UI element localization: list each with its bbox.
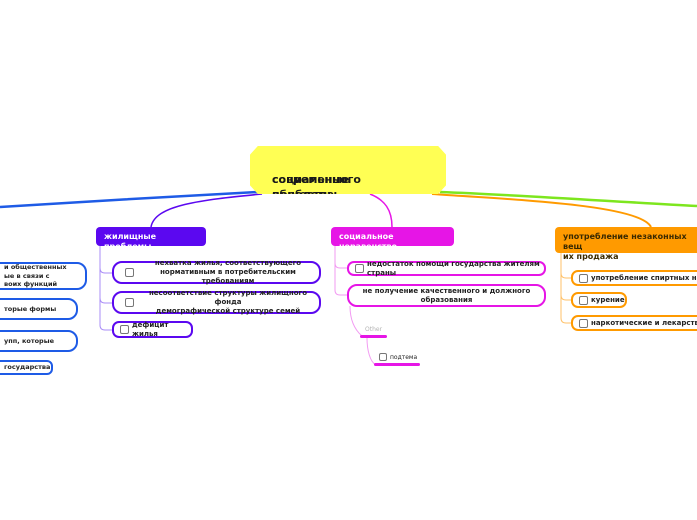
left-subtopic-1[interactable]: и общественных ые в связи с воих функций bbox=[0, 262, 87, 290]
checkbox-icon[interactable] bbox=[579, 318, 588, 328]
housing-subtopic-3[interactable]: дефицит жилья bbox=[112, 321, 193, 338]
left-subtopic-2[interactable]: торые формы bbox=[0, 298, 78, 320]
housing-subtopic-1[interactable]: нехватка жилья, соответствующего нормати… bbox=[112, 259, 321, 285]
link-drugs bbox=[431, 193, 652, 228]
link-left bbox=[0, 190, 259, 209]
floating-topic-other-label[interactable]: Other bbox=[365, 326, 383, 333]
main-topic-drugs[interactable]: употребление незаконных вещ их продажа bbox=[555, 227, 697, 261]
inequality-subtopic-1[interactable]: недостаток помощи государства жителям ст… bbox=[347, 260, 546, 277]
drugs-subtopic-2[interactable]: курение bbox=[571, 292, 627, 308]
main-topic-inequality[interactable]: социальное неравенство bbox=[331, 227, 454, 251]
main-topic-housing[interactable]: жилищные проблемы bbox=[96, 227, 206, 251]
checkbox-icon[interactable] bbox=[125, 298, 134, 307]
link-right bbox=[439, 190, 697, 208]
inequality-subtopic-2[interactable]: не получение качественного и должного об… bbox=[347, 284, 546, 307]
floating-subtopic[interactable]: подтема bbox=[379, 353, 417, 361]
central-topic-line1: социальные проблемы bbox=[272, 173, 350, 201]
checkbox-icon[interactable] bbox=[120, 325, 129, 334]
checkbox-icon[interactable] bbox=[579, 295, 588, 305]
checkbox-icon[interactable] bbox=[125, 268, 134, 277]
left-subtopic-4[interactable]: государства bbox=[0, 360, 53, 375]
central-topic[interactable]: социальные проблемы современного обществ… bbox=[250, 146, 446, 194]
drugs-subtopic-3[interactable]: наркотические и лекарственны bbox=[571, 315, 697, 331]
drugs-subtopic-1[interactable]: употребление спиртных напит bbox=[571, 270, 697, 286]
floating-subtopic-underline bbox=[374, 363, 420, 366]
checkbox-icon[interactable] bbox=[379, 353, 387, 361]
central-topic-line2: современного общества bbox=[272, 173, 361, 201]
checkbox-icon[interactable] bbox=[579, 273, 588, 283]
floating-topic-other-underline bbox=[360, 335, 387, 338]
link-housing bbox=[150, 193, 263, 228]
link-inequality bbox=[369, 193, 393, 228]
left-subtopic-3[interactable]: упп, которые bbox=[0, 330, 78, 352]
checkbox-icon[interactable] bbox=[355, 264, 364, 273]
housing-subtopic-2[interactable]: несоответствие структуры жилищного фонда… bbox=[112, 289, 321, 315]
